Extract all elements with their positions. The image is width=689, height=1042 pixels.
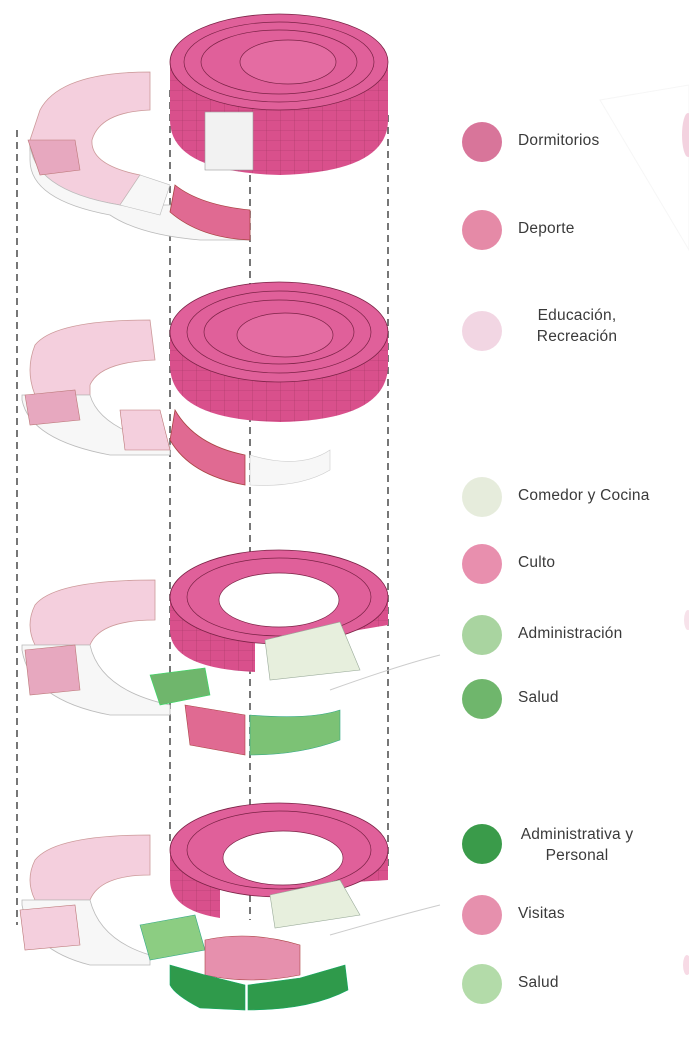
level-2-pink-wing [169,408,246,486]
legend-item-salud: Salud [462,677,689,727]
legend-swatch [462,964,502,1004]
legend-label: Educación, Recreación [536,307,618,345]
level-4 [19,802,441,1011]
level-4-dark-green-wing [169,964,246,1011]
legend-swatch [462,679,502,719]
level-3-tower [169,549,389,681]
legend-item-deporte: Deporte [462,208,689,258]
legend-item-administracion: Administración [462,613,689,663]
legend-item-comedor-cocina: Comedor y Cocina [462,475,689,525]
legend-label: Salud [518,689,559,706]
level-3-green-block [149,667,211,706]
level-4-tower [169,802,389,929]
level-3-green-wing [249,709,341,756]
legend-item-visitas: Visitas [462,893,689,943]
legend-label: Administrativa y Personal [520,826,634,864]
legend-swatch [462,311,502,351]
legend-swatch [462,477,502,517]
legend-swatch [462,615,502,655]
legend-label: Dormitorios [518,132,600,149]
legend-swatch [462,544,502,584]
legend-label: Deporte [518,220,575,237]
level-3-left-wing [29,579,156,646]
level-1 [27,13,389,241]
level-2 [21,281,389,486]
level-4-green-block [139,914,206,961]
legend-label: Visitas [518,905,565,922]
legend-swatch [462,895,502,935]
level-1-pink-wing [169,184,251,241]
legend-swatch [462,210,502,250]
level-2-tower [169,281,389,422]
legend-label: Salud [518,974,559,991]
legend-swatch [462,122,502,162]
legend-label: Comedor y Cocina [518,487,650,504]
level-4-left-wing [29,834,151,901]
legend-item-culto: Culto [462,542,689,592]
level-4-pink-block [204,935,301,981]
legend-swatch [462,824,502,864]
background-decoration [599,84,689,975]
level-3 [21,549,441,756]
level-2-left-wing [29,319,156,396]
legend-item-administrativa-personal: Administrativa y Personal [462,820,689,870]
legend-item-educacion-recreacion: Educación, Recreación [462,305,689,355]
legend-item-salud-2: Salud [462,962,689,1012]
legend-item-dormitorios: Dormitorios [462,120,689,170]
level-1-tower [169,13,389,175]
legend-label: Administración [518,625,623,642]
legend-label: Culto [518,554,556,571]
